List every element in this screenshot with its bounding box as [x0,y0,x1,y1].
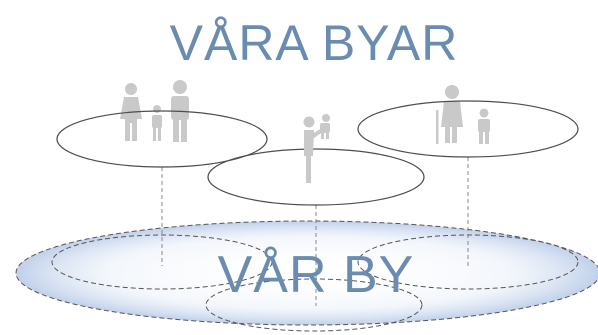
base-left-dashed-ellipse [51,234,273,290]
parent-child-village [207,114,425,206]
parent-lifting-child-icon [303,114,330,183]
family-village-ellipse [56,110,268,168]
family-icon [120,80,189,142]
connector-lines [161,157,469,306]
elderly-village [357,85,579,158]
base-center-dashed-ellipse [205,278,423,332]
base-outer-dashed-ellipse [15,220,598,326]
elderly-with-child-icon [436,85,490,144]
family-village [56,80,268,168]
elderly-village-ellipse [357,100,579,158]
base-platform: VÅR BY [15,220,598,332]
diagram-title: VÅRA BYAR [170,15,459,71]
parent-child-village-ellipse [207,148,425,206]
